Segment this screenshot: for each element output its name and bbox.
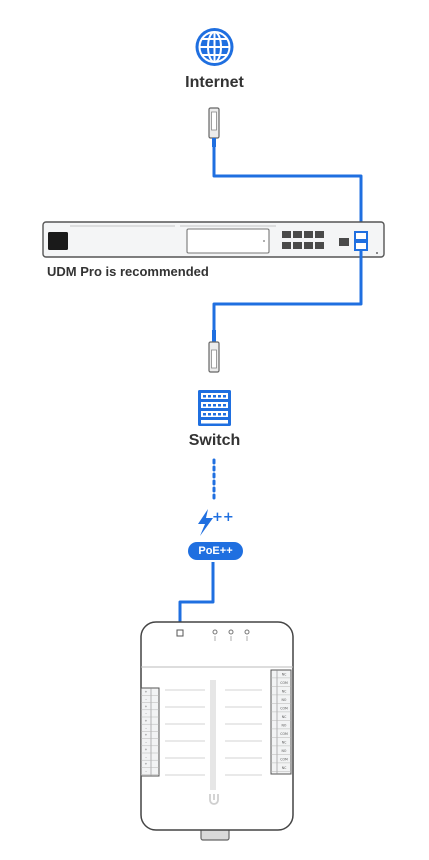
terminal-label-left-2: – [145,697,147,701]
terminal-label-right-2: COM [280,681,288,685]
switch-uplink-cable [212,249,363,330]
udm-wan-port [339,238,349,246]
udm-screen [48,232,68,250]
terminal-label-right-1: NC [282,673,287,677]
terminal-label-left-10: – [145,755,147,759]
switch-icon [198,390,231,426]
access-hub-device: +–+–+–+–+–+– NCCOMNCNOCOMNCNOCOMNCNOCOMN… [140,621,294,841]
terminal-label-right-8: COM [280,732,288,736]
terminal-block-right [270,669,292,775]
device-port [176,629,184,637]
terminal-label-left-7: + [145,733,148,737]
terminal-label-left-6: – [145,726,147,730]
lightning-icon: ++ [198,509,234,536]
terminal-label-right-10: NO [282,749,287,753]
terminal-label-right-12: NC [282,766,287,770]
sfp-module-icon [208,107,220,147]
terminal-label-left-3: + [145,704,148,708]
terminal-label-right-3: NC [282,690,287,694]
udm-pro-device [42,221,385,258]
terminal-label-left-9: + [145,748,148,752]
svg-text:++: ++ [212,510,234,525]
terminal-label-right-6: NC [282,715,287,719]
globe-icon [195,28,234,66]
udm-ethernet-ports [282,231,324,249]
switch-label: Switch [188,432,241,449]
terminal-labels-left: + – + – + – + – + – + – [141,690,159,775]
internet-cable [212,147,363,228]
terminal-label-right-5: COM [280,707,288,711]
terminal-label-left-12: – [145,769,147,773]
internet-label: Internet [185,74,244,91]
udm-sfp-ports [354,231,368,251]
terminal-label-left-11: + [145,762,148,766]
poe-badge: PoE++ [188,542,243,560]
status-leds [212,629,250,635]
terminal-label-right-7: NO [282,724,287,728]
udm-recommendation-label: UDM Pro is recommended [47,264,209,279]
terminal-labels-right: NC COM NC NO COM NC NO COM NC NO COM NC [271,673,291,772]
ubiquiti-logo [209,794,219,805]
terminal-label-left-1: + [145,690,148,694]
udm-drive-bay [186,228,270,254]
terminal-label-left-5: + [145,719,148,723]
terminal-label-left-8: – [145,740,147,744]
terminal-label-right-4: NO [282,698,287,702]
poe-cable [178,562,215,630]
sfp-module-icon [208,330,220,373]
terminal-label-right-11: COM [280,758,288,762]
terminal-label-left-4: – [145,712,147,716]
terminal-label-right-9: NC [282,741,287,745]
